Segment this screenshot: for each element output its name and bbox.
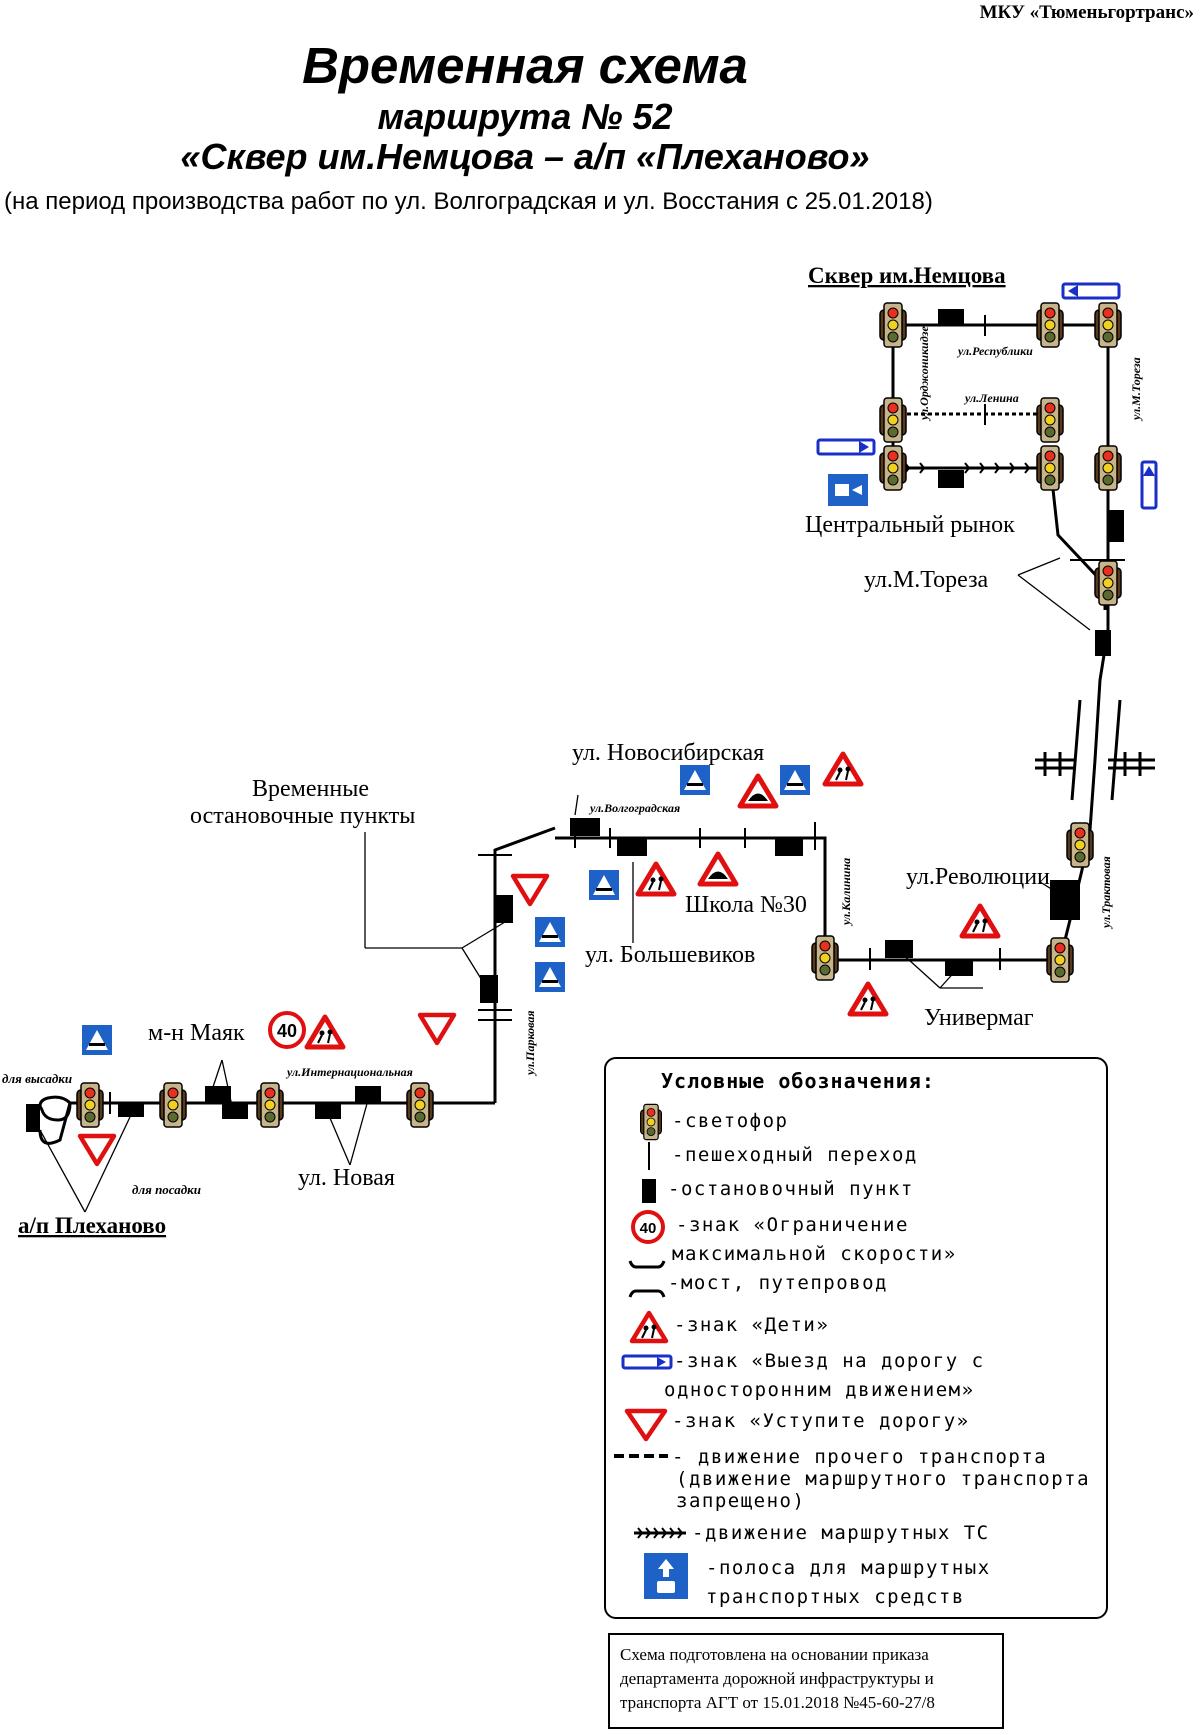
legend-item-other-traffic: - движение прочего транспорта [672, 1446, 1048, 1468]
street-ordzhonikidze: ул.Орджоникидзе [917, 326, 931, 422]
legend: Условные обозначения: -светофор -пешеход… [604, 1057, 1108, 1619]
label-novosibirskaya: ул. Новосибирская [572, 740, 764, 766]
street-volgogradskaya: ул.Волгоградская [588, 801, 680, 815]
legend-item-bus-stop: -остановочный пункт [668, 1178, 914, 1200]
pedestrian-crossing-icon [648, 1142, 650, 1170]
source-note: Схема подготовлена на основании приказа … [608, 1633, 1004, 1729]
street-traktovaya: ул.Трактовая [1099, 856, 1113, 930]
note-line-2: департамента дорожной инфраструктуры и [620, 1669, 934, 1688]
children-sign-legend-icon [629, 1310, 669, 1344]
bridge-icon [628, 1260, 666, 1298]
legend-item-one-way: -знак «Выезд на дорогу с [674, 1350, 985, 1372]
legend-item-crossing: -пешеходный переход [672, 1144, 918, 1166]
page-subtitle: (на период производства работ по ул. Вол… [4, 188, 933, 215]
route-name: «Сквер им.Немцова – а/п «Плеханово» [180, 136, 870, 177]
label-mayak: м-н Маяк [148, 1020, 245, 1046]
street-lenina: ул.Ленина [963, 391, 1019, 405]
speed-limit-icon [268, 1011, 306, 1049]
one-way-exit-legend-icon [621, 1354, 673, 1370]
label-temp-stops-1: Временные [252, 776, 369, 802]
label-novaya: ул. Новая [298, 1165, 395, 1191]
legend-item-bus-lane-2: транспортных средств [706, 1586, 965, 1608]
legend-item-speed-limit: -знак «Ограничение [676, 1214, 909, 1236]
traffic-light-icon [639, 1103, 663, 1141]
legend-item-other-traffic-2: (движение маршрутного транспорта [676, 1468, 1091, 1490]
yield-sign-legend-icon [624, 1408, 668, 1442]
speed-limit-legend-icon: 40 [631, 1210, 665, 1244]
page-title: Временная схема [302, 37, 748, 94]
label-toreza-stop: ул.М.Тореза [864, 567, 989, 593]
legend-item-bridge: -мост, путепровод [668, 1272, 888, 1294]
label-dlya-vysadki: для высадки [2, 1071, 72, 1086]
street-parkovaya: ул.Парковая [523, 1010, 537, 1077]
legend-item-route-traffic: -движение маршрутных ТС [692, 1522, 990, 1544]
label-dlya-posadki: для посадки [132, 1182, 201, 1197]
route-number: маршрута № 52 [377, 96, 673, 137]
street-respubliki: ул.Республики [956, 344, 1033, 358]
legend-item-traffic-light: -светофор [672, 1110, 789, 1132]
legend-item-other-traffic-3: запрещено) [676, 1490, 806, 1512]
label-bolshevikov: ул. Большевиков [585, 942, 755, 968]
label-temp-stops-2: остановочные пункты [190, 803, 415, 829]
legend-item-bus-lane: -полоса для маршрутных [706, 1557, 991, 1579]
label-revolyutsii: ул.Революции [906, 864, 1050, 890]
bus-stop-icon [642, 1179, 656, 1203]
legend-item-speed-limit-2: максимальной скорости» [672, 1243, 957, 1265]
label-plekhanovo: а/п Плеханово [18, 1213, 166, 1238]
label-univermag: Универмаг [924, 1005, 1034, 1031]
label-central-market: Центральный рынок [805, 512, 1015, 538]
legend-item-children: -знак «Дети» [674, 1314, 830, 1336]
street-internatsionalnaya: ул.Интернациональная [285, 1065, 413, 1079]
legend-item-yield: -знак «Уступите дорогу» [672, 1410, 970, 1432]
legend-item-one-way-2: односторонним движением» [664, 1379, 975, 1401]
route-traffic-icon [634, 1527, 686, 1539]
speed-limit-value: 40 [277, 1021, 297, 1041]
note-line-1: Схема подготовлена на основании приказа [620, 1645, 929, 1664]
organization-name: МКУ «Тюменьгортранс» [979, 2, 1194, 23]
legend-title: Условные обозначения: [661, 1069, 935, 1093]
label-skver: Сквер им.Немцова [808, 263, 1006, 288]
note-line-3: транспорта АГТ от 15.01.2018 №45-60-27/8 [620, 1693, 935, 1712]
street-m-toreza: ул.М.Тореза [1129, 357, 1143, 422]
other-traffic-icon [614, 1454, 668, 1458]
street-kalinina: ул.Калинина [839, 858, 853, 927]
bus-lane-icon [644, 1553, 688, 1599]
svg-text:40: 40 [640, 1220, 657, 1237]
label-school: Школа №30 [685, 892, 807, 918]
